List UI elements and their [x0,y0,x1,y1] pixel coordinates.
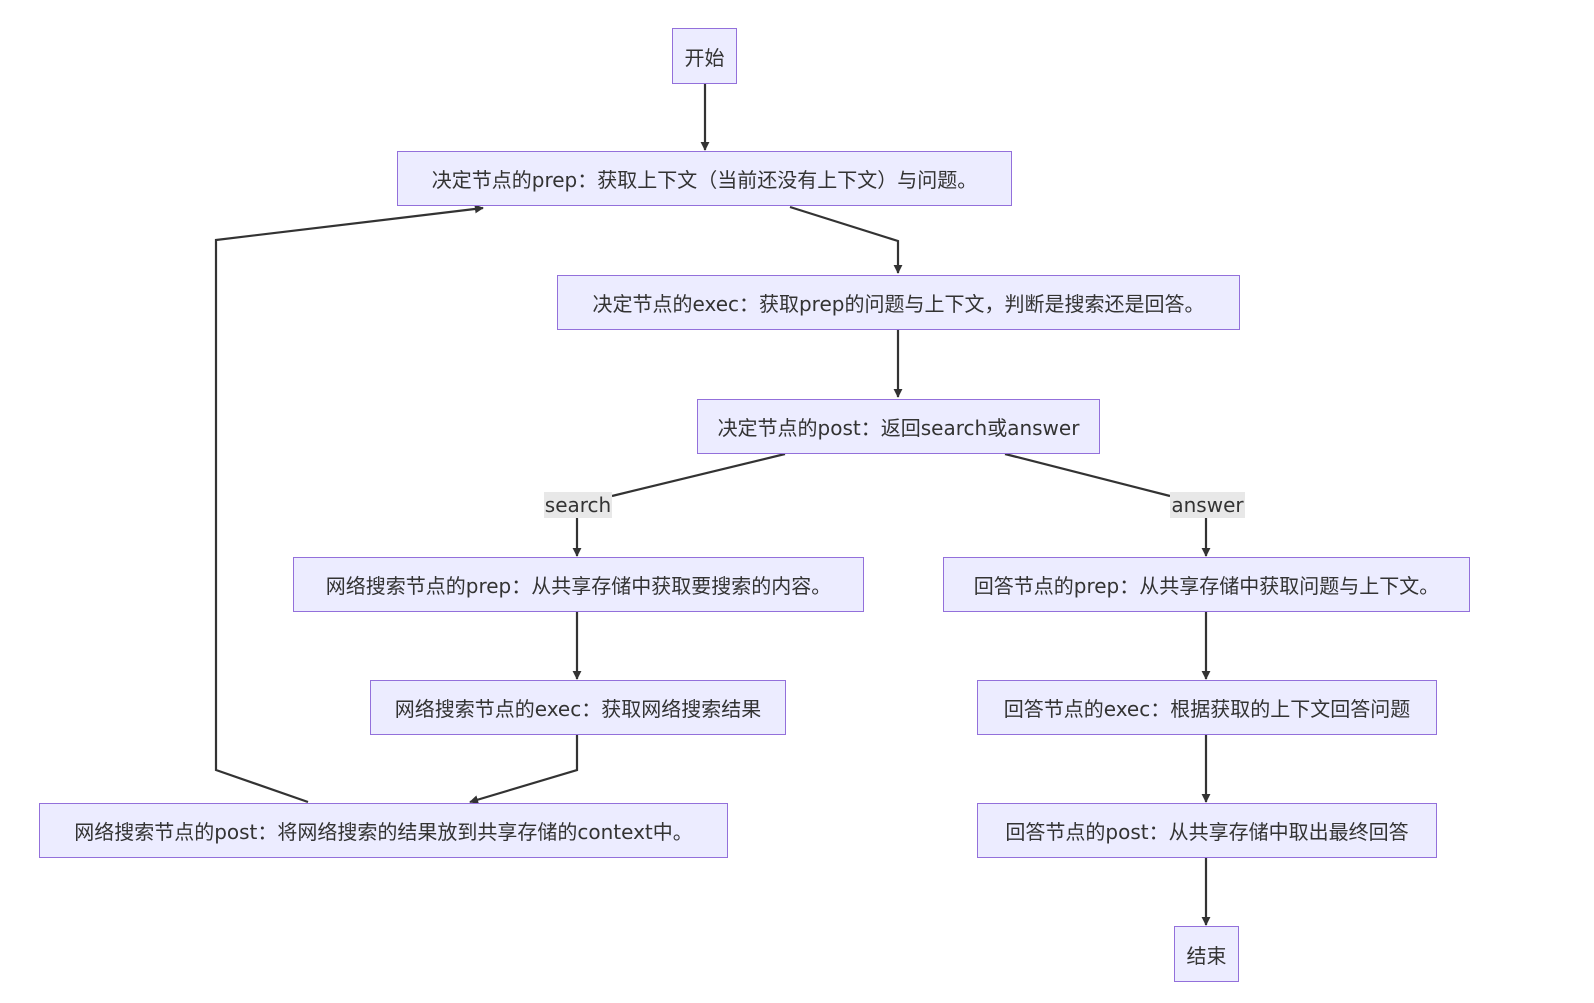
edge-search-exec-to-search-post [469,735,579,804]
edge-decide-prep-to-decide-exec [789,205,903,274]
node-decide-exec: 决定节点的exec：获取prep的问题与上下文，判断是搜索还是回答。 [557,275,1240,330]
node-answer-exec: 回答节点的exec：根据获取的上下文回答问题 [977,680,1437,735]
edge-decide-post-to-answer-label [1004,452,1171,498]
edge-label-answer: answer [1170,492,1245,518]
node-search-prep: 网络搜索节点的prep：从共享存储中获取要搜索的内容。 [293,557,864,612]
node-decide-post: 决定节点的post：返回search或answer [697,399,1100,454]
node-end: 结束 [1174,926,1239,982]
node-answer-prep: 回答节点的prep：从共享存储中获取问题与上下文。 [943,557,1470,612]
edge-decide-post-to-search-label [611,452,786,498]
node-answer-post: 回答节点的post：从共享存储中取出最终回答 [977,803,1437,858]
edge-search-post-loop-to-decide-prep [214,204,484,804]
edge-label-search: search [544,492,612,518]
node-search-post: 网络搜索节点的post：将网络搜索的结果放到共享存储的context中。 [39,803,728,858]
node-search-exec: 网络搜索节点的exec：获取网络搜索结果 [370,680,786,735]
node-decide-prep: 决定节点的prep：获取上下文（当前还没有上下文）与问题。 [397,151,1012,206]
node-start: 开始 [672,28,737,84]
